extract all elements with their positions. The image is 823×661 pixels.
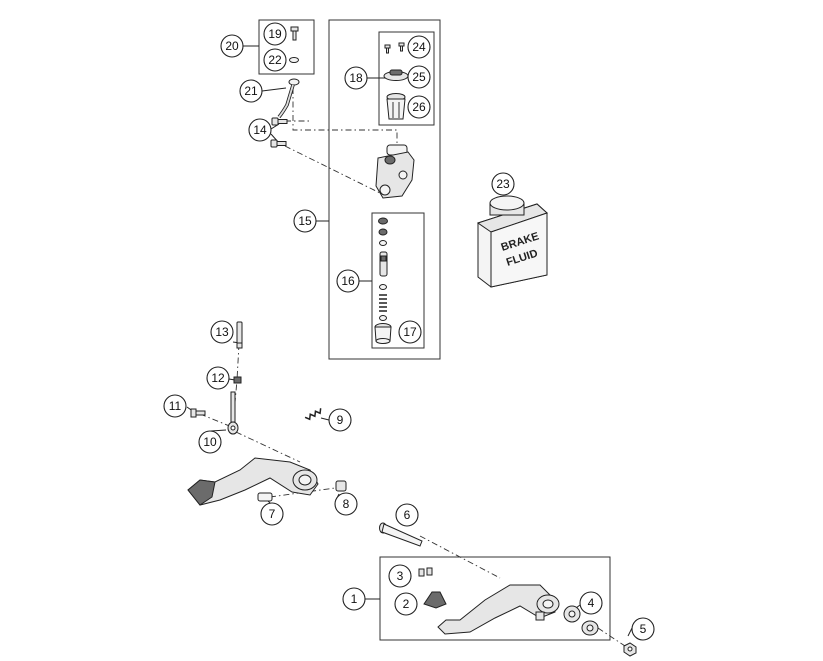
svg-text:7: 7 [269, 507, 276, 521]
callout-24: 24 [407, 35, 431, 59]
svg-text:9: 9 [337, 413, 344, 427]
clevis-10 [227, 391, 239, 435]
pedal-assembly-1 [437, 584, 560, 635]
callout-8: 8 [334, 492, 358, 516]
screws-24 [384, 42, 405, 54]
callout-20: 20 [220, 34, 244, 58]
callout-26: 26 [407, 95, 431, 119]
master-cylinder [375, 144, 415, 199]
svg-text:23: 23 [496, 177, 510, 191]
svg-text:3: 3 [397, 569, 404, 583]
svg-text:11: 11 [169, 399, 182, 413]
brake-fluid-can-23: BRAKE FLUID [476, 195, 548, 288]
clip-3 [418, 567, 433, 577]
leader-10 [210, 429, 227, 432]
svg-text:4: 4 [588, 596, 595, 610]
box-group-15 [328, 19, 441, 360]
assembly-line-bolt11 [199, 413, 233, 428]
assembly-line-clevis [235, 431, 301, 463]
svg-text:17: 17 [403, 325, 417, 339]
bolt-19 [290, 26, 299, 41]
svg-text:25: 25 [412, 70, 426, 84]
callout-2: 2 [394, 592, 418, 616]
washer-22 [289, 57, 299, 63]
svg-text:16: 16 [341, 274, 355, 288]
box-group-20 [258, 19, 315, 75]
svg-text:22: 22 [268, 53, 282, 67]
assembly-line-bolt14b [284, 145, 381, 194]
svg-text:26: 26 [412, 100, 426, 114]
piston-kit-16 [378, 217, 388, 321]
svg-text:10: 10 [203, 435, 217, 449]
spring-9 [304, 408, 322, 421]
brake-pedal [187, 457, 319, 506]
bolt-14a [271, 117, 288, 126]
svg-text:5: 5 [640, 622, 647, 636]
boot-17 [374, 323, 392, 344]
axle-bolt-6 [379, 522, 423, 547]
callout-16: 16 [336, 269, 360, 293]
callout-13: 13 [210, 320, 234, 344]
callout-3: 3 [388, 564, 412, 588]
nut-5 [623, 642, 637, 657]
callout-7: 7 [260, 502, 284, 526]
callout-12: 12 [206, 366, 230, 390]
svg-text:12: 12 [211, 371, 225, 385]
pedal-tip-2 [423, 591, 447, 609]
assembly-line-nut5 [597, 627, 629, 649]
callout-5: 5 [631, 617, 655, 641]
callout-25: 25 [407, 65, 431, 89]
hose-21 [277, 78, 300, 119]
svg-text:21: 21 [244, 84, 258, 98]
svg-text:2: 2 [403, 597, 410, 611]
svg-text:8: 8 [343, 497, 350, 511]
callout-14: 14 [248, 118, 272, 142]
svg-text:14: 14 [253, 123, 267, 137]
svg-text:1: 1 [351, 592, 358, 606]
assembly-line-hose [292, 88, 398, 148]
svg-text:24: 24 [412, 40, 426, 54]
svg-text:18: 18 [349, 71, 363, 85]
svg-text:19: 19 [268, 27, 282, 41]
cap-nut-8 [335, 480, 347, 492]
push-rod-13 [236, 321, 243, 349]
svg-text:13: 13 [215, 325, 229, 339]
leader-21 [261, 87, 287, 92]
callout-17: 17 [398, 320, 422, 344]
bolt-14b [270, 139, 287, 148]
callout-1: 1 [342, 587, 366, 611]
leader-5 [627, 627, 633, 637]
callout-4: 4 [579, 591, 603, 615]
nut-12 [233, 376, 242, 384]
callout-22: 22 [263, 48, 287, 72]
callout-18: 18 [344, 66, 368, 90]
callout-11: 11 [163, 394, 187, 418]
svg-text:15: 15 [298, 214, 312, 228]
assembly-line-axle6 [419, 535, 501, 579]
callout-10: 10 [198, 430, 222, 454]
callout-6: 6 [395, 503, 419, 527]
callout-19: 19 [263, 22, 287, 46]
callout-23: 23 [491, 172, 515, 196]
bushing-4 [563, 605, 599, 636]
svg-text:20: 20 [225, 39, 239, 53]
callout-21: 21 [239, 79, 263, 103]
leader-9 [320, 417, 330, 421]
bolt-11 [190, 408, 206, 418]
pin-7 [257, 492, 273, 502]
callout-15: 15 [293, 209, 317, 233]
reservoir-26 [386, 93, 406, 120]
callout-9: 9 [328, 408, 352, 432]
svg-text:6: 6 [404, 508, 411, 522]
cap-25 [383, 69, 409, 81]
